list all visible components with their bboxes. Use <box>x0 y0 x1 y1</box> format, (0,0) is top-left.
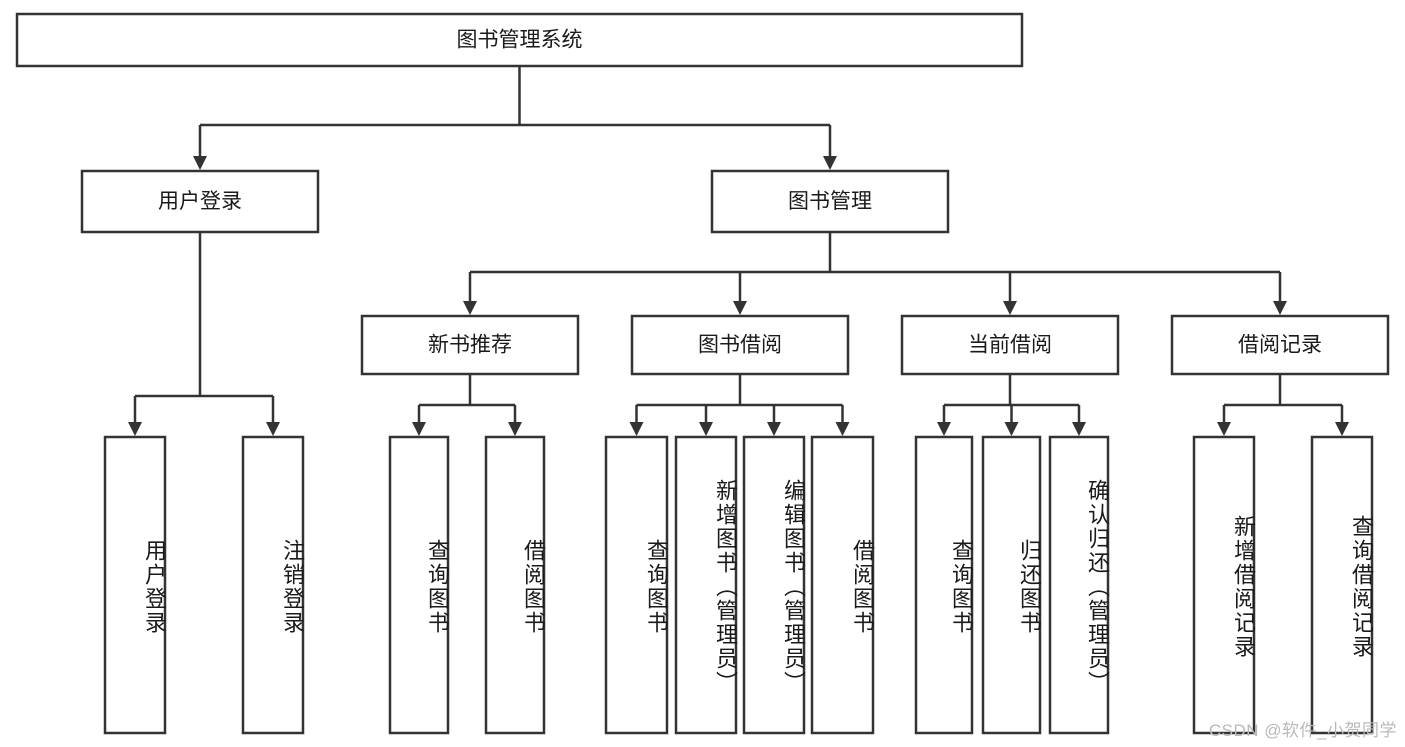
node-leaf-return-book-rect[interactable] <box>981 435 1042 735</box>
node-book-borrow-rect[interactable] <box>630 314 850 376</box>
watermark-text: CSDN @软件_小贺同学 <box>1208 721 1397 740</box>
connectors-layer <box>128 66 1349 436</box>
node-leaf-edit-book-rect[interactable] <box>742 435 806 735</box>
node-root-label: 图书管理系统 <box>457 29 583 52</box>
node-current-borrow-rect[interactable] <box>900 314 1120 376</box>
connector-borrow-record-to-leaves <box>1217 374 1349 436</box>
node-current-borrow[interactable]: 当前借阅 <box>900 314 1120 376</box>
node-leaf-add-book[interactable] <box>674 435 738 735</box>
node-leaf-logout-rect[interactable] <box>241 435 305 735</box>
node-new-book-recommend-rect[interactable] <box>360 314 580 376</box>
node-leaf-user-login-rect[interactable] <box>103 435 167 735</box>
node-current-borrow-label: 当前借阅 <box>968 334 1052 357</box>
connector-current-borrow-to-leaves <box>937 374 1086 436</box>
node-borrow-record[interactable]: 借阅记录 <box>1170 314 1390 376</box>
node-leaf-query-book-2-rect[interactable] <box>604 435 669 735</box>
node-leaf-user-login[interactable] <box>103 435 167 735</box>
node-leaf-borrow-book-1-rect[interactable] <box>484 435 546 735</box>
node-borrow-record-rect[interactable] <box>1170 314 1390 376</box>
node-user-login-rect[interactable] <box>80 169 320 234</box>
connector-root-to-level2 <box>193 66 837 170</box>
connector-bookmanage-to-level3 <box>463 232 1287 315</box>
node-leaf-query-book-1[interactable] <box>388 435 450 735</box>
node-leaf-borrow-book-1[interactable] <box>484 435 546 735</box>
node-leaf-add-book-rect[interactable] <box>674 435 738 735</box>
node-leaf-edit-book[interactable] <box>742 435 806 735</box>
node-borrow-record-label: 借阅记录 <box>1238 334 1322 357</box>
node-leaf-query-book-3[interactable] <box>914 435 974 735</box>
node-leaf-query-record-rect[interactable] <box>1310 435 1374 735</box>
node-leaf-confirm-return[interactable] <box>1048 435 1110 735</box>
node-book-manage-rect[interactable] <box>710 169 950 234</box>
node-leaf-add-record[interactable] <box>1192 435 1256 735</box>
node-leaf-add-record-rect[interactable] <box>1192 435 1256 735</box>
connector-new-book-recommend-to-leaves <box>412 374 522 436</box>
node-leaf-query-book-3-rect[interactable] <box>914 435 974 735</box>
node-user-login[interactable]: 用户登录 <box>80 169 320 234</box>
node-leaf-logout[interactable] <box>241 435 305 735</box>
node-leaf-return-book[interactable] <box>981 435 1042 735</box>
node-book-manage[interactable]: 图书管理 <box>710 169 950 234</box>
node-book-borrow-label: 图书借阅 <box>698 334 782 357</box>
node-new-book-recommend-label: 新书推荐 <box>428 334 512 357</box>
node-leaf-confirm-return-rect[interactable] <box>1048 435 1110 735</box>
node-root-rect[interactable] <box>15 12 1024 68</box>
node-book-manage-label: 图书管理 <box>788 190 872 213</box>
node-leaf-query-book-1-rect[interactable] <box>388 435 450 735</box>
node-new-book-recommend[interactable]: 新书推荐 <box>360 314 580 376</box>
connector-book-borrow-to-leaves <box>629 374 850 436</box>
node-leaf-query-book-2[interactable] <box>604 435 669 735</box>
connector-user-login-to-leaves <box>128 232 280 436</box>
node-leaf-query-record[interactable] <box>1310 435 1374 735</box>
node-user-login-label: 用户登录 <box>158 190 242 213</box>
node-leaf-borrow-book-2-rect[interactable] <box>810 435 875 735</box>
node-leaf-borrow-book-2[interactable] <box>810 435 875 735</box>
node-root[interactable]: 图书管理系统 <box>15 12 1024 68</box>
node-book-borrow[interactable]: 图书借阅 <box>630 314 850 376</box>
